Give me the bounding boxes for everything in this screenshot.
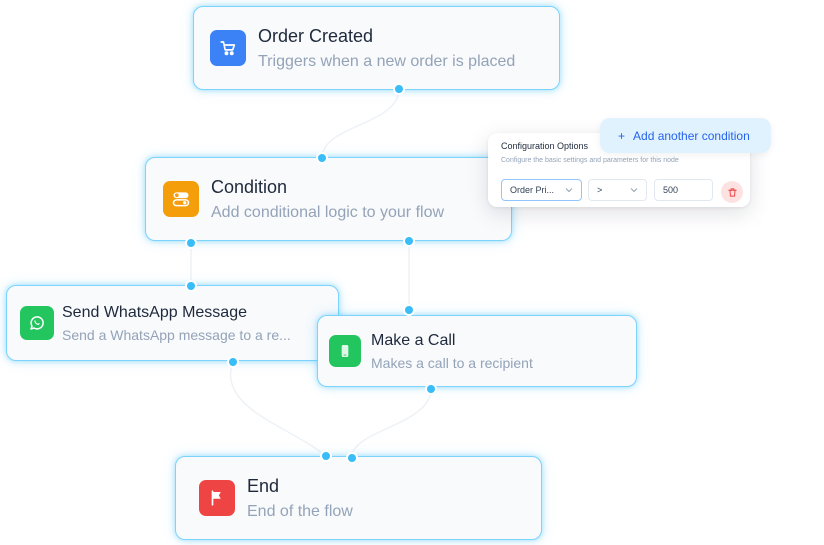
node-title: Send WhatsApp Message (62, 303, 247, 321)
port-whatsapp-out[interactable] (229, 358, 237, 366)
port-end-in-left[interactable] (322, 452, 330, 460)
port-call-in[interactable] (405, 306, 413, 314)
node-text: Make a Call Makes a call to a recipient (371, 332, 533, 371)
config-description: Configure the basic settings and paramet… (501, 157, 679, 164)
add-condition-button[interactable]: + Add another condition (600, 118, 771, 153)
node-order-created[interactable]: Order Created Triggers when a new order … (193, 6, 560, 90)
field-select[interactable]: Order Pri... (501, 179, 582, 201)
node-title: Order Created (258, 25, 374, 46)
operator-select[interactable]: > (588, 179, 647, 201)
node-make-call[interactable]: Make a Call Makes a call to a recipient (317, 315, 637, 387)
plus-icon: + (618, 128, 626, 143)
field-select-value: Order Pri... (510, 185, 555, 195)
flag-icon (199, 480, 235, 516)
configuration-panel: Configuration Options Configure the basi… (488, 133, 750, 207)
port-call-out[interactable] (427, 385, 435, 393)
whatsapp-icon (20, 306, 54, 340)
node-description: Triggers when a new order is placed (258, 52, 516, 70)
config-title: Configuration Options (501, 141, 589, 151)
port-condition-out-left[interactable] (187, 239, 195, 247)
node-description: Add conditional logic to your flow (211, 203, 445, 221)
phone-icon (329, 335, 361, 367)
node-description: End of the flow (247, 502, 353, 520)
delete-condition-button[interactable] (721, 181, 743, 203)
node-title: End (247, 475, 280, 496)
wire-whatsapp-end (229, 361, 327, 458)
node-text: Condition Add conditional logic to your … (211, 177, 444, 222)
toggle-icon (163, 181, 199, 217)
node-text: Order Created Triggers when a new order … (258, 26, 515, 71)
node-text: End End of the flow (247, 476, 353, 521)
node-description: Makes a call to a recipient (371, 354, 533, 371)
value-input-text: 500 (663, 185, 679, 195)
node-title: Make a Call (371, 331, 456, 349)
add-condition-label: Add another condition (633, 128, 750, 143)
chevron-down-icon (630, 188, 638, 193)
port-order-out[interactable] (395, 85, 403, 93)
chevron-down-icon (565, 188, 573, 193)
wire-call-end (351, 388, 432, 458)
shopping-cart-icon (210, 30, 246, 66)
node-end[interactable]: End End of the flow (175, 456, 542, 540)
wire-order-condition (321, 88, 400, 159)
value-input[interactable]: 500 (654, 179, 713, 201)
port-condition-in[interactable] (318, 154, 326, 162)
trash-icon (727, 187, 737, 197)
port-condition-out-right[interactable] (405, 237, 413, 245)
node-title: Condition (211, 176, 288, 197)
node-condition[interactable]: Condition Add conditional logic to your … (145, 157, 512, 241)
node-send-whatsapp[interactable]: Send WhatsApp Message Send a WhatsApp me… (6, 285, 339, 361)
node-text: Send WhatsApp Message Send a WhatsApp me… (62, 304, 312, 343)
port-end-in-right[interactable] (348, 454, 356, 462)
port-whatsapp-in[interactable] (187, 282, 195, 290)
operator-select-value: > (597, 185, 603, 195)
node-description: Send a WhatsApp message to a re... (62, 326, 291, 343)
